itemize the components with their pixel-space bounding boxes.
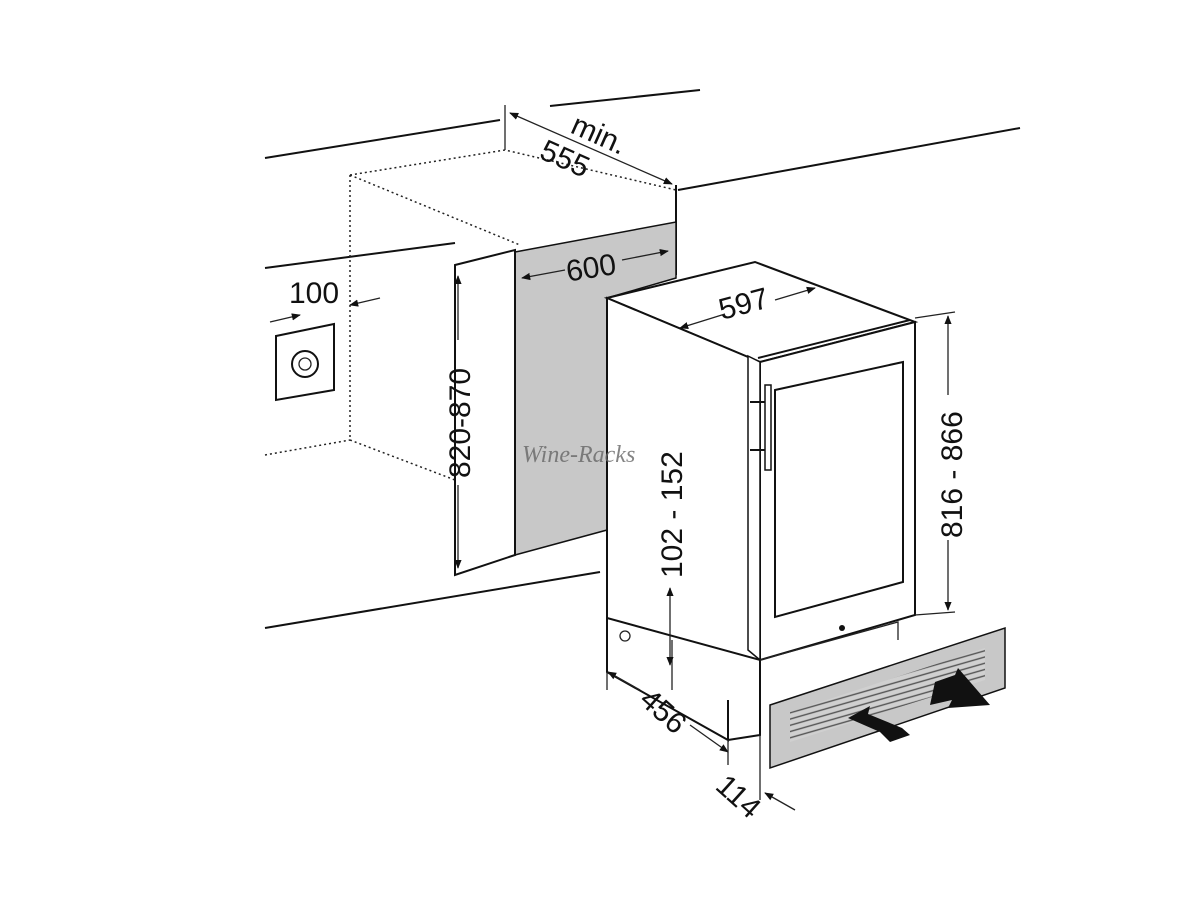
lock-icon: [839, 625, 845, 631]
niche-side-panel: [454, 248, 516, 577]
worktop-lines: [264, 89, 1021, 629]
power-socket-icon: [275, 322, 335, 402]
dim-plinth-height: 102 - 152: [656, 451, 689, 578]
dim-unit-height: 816 - 866: [936, 411, 969, 538]
dim-socket-offset: 100: [289, 277, 339, 310]
airflow-in-arrow: [848, 706, 910, 742]
airflow-out-arrow: [930, 668, 990, 708]
dim-niche-width: 600: [564, 248, 619, 288]
watermark: Wine-Racks: [522, 442, 635, 468]
dim-plinth-depth: 114: [709, 769, 767, 826]
door-handle: [750, 384, 772, 471]
ventilation-grill: [769, 626, 1006, 770]
dim-niche-height: 820-870: [444, 368, 477, 478]
wine-cooler: [603, 260, 919, 742]
